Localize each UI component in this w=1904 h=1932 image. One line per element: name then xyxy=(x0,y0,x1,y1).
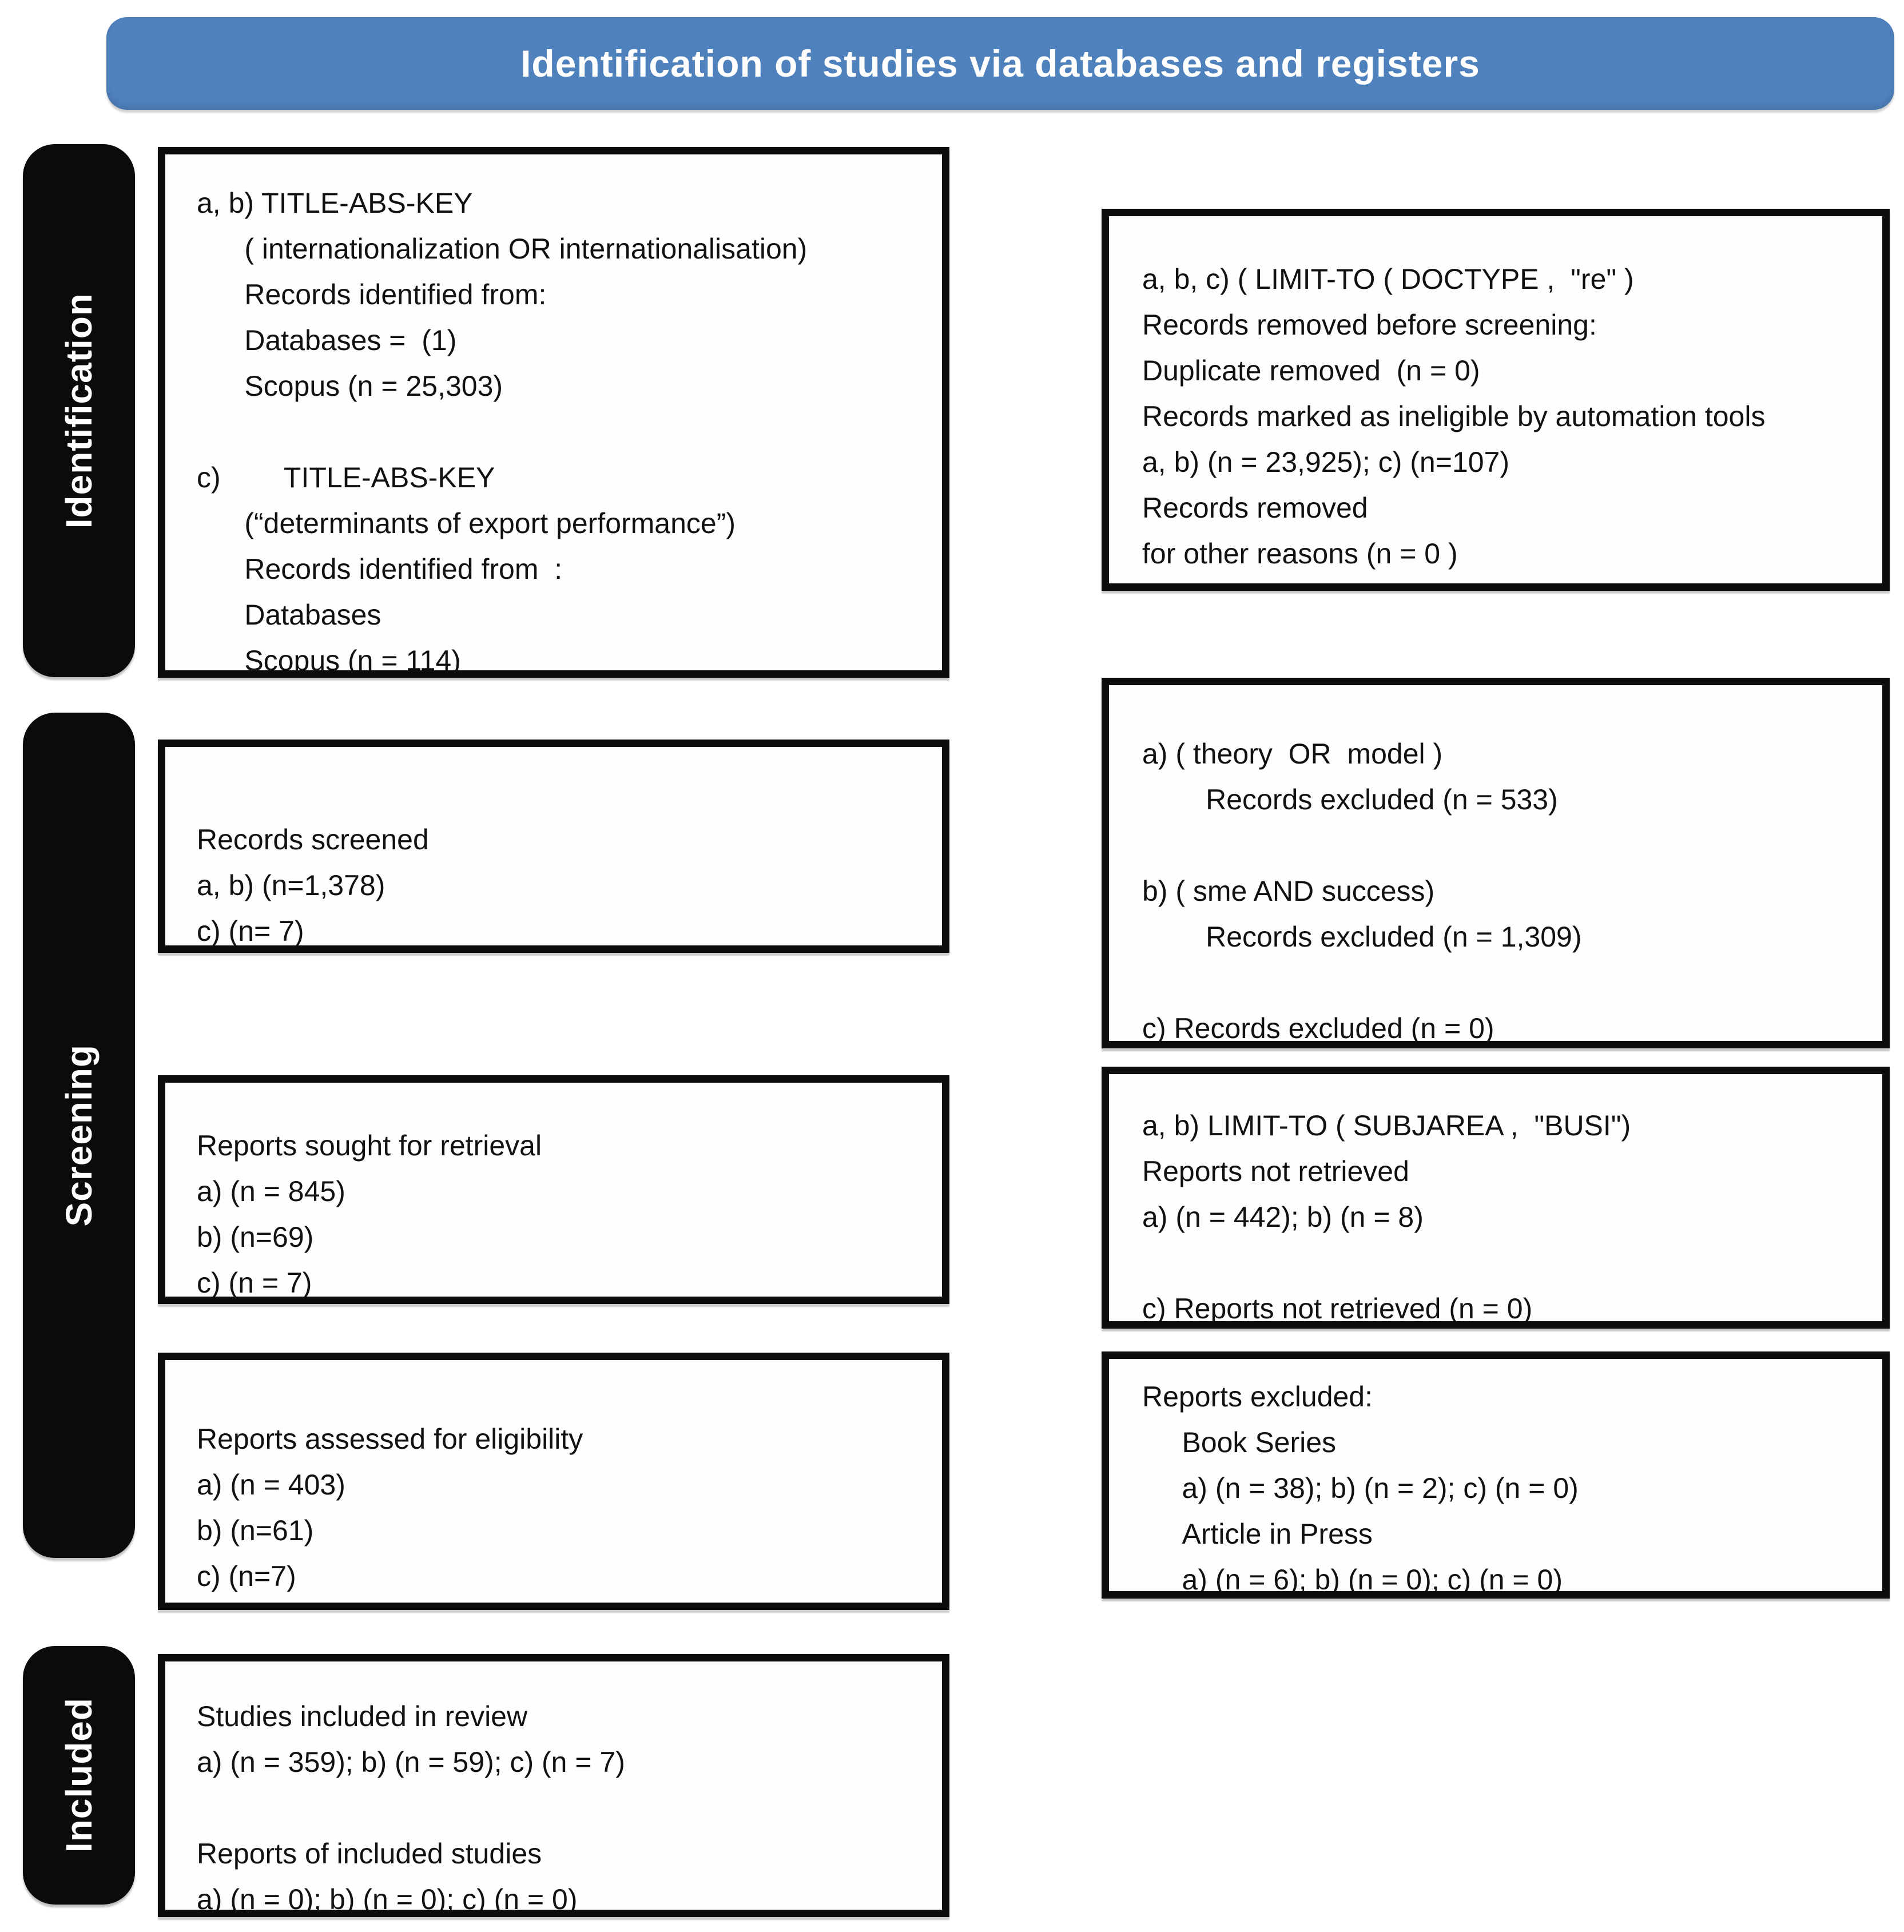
text-line: Records identified from : xyxy=(197,553,563,585)
box-records-excluded: a) ( theory OR model ) Records excluded … xyxy=(1102,678,1890,1048)
text-line: a) (n = 6); b) (n = 0); c) (n = 0) xyxy=(1142,1564,1563,1596)
box-reports-assessed-for-eligibility: Reports assessed for eligibility a) (n = … xyxy=(158,1353,949,1610)
box-records-screened: Records screened a, b) (n=1,378) c) (n= 7) xyxy=(158,740,949,953)
box-records-removed-before-screening: a, b, c) ( LIMIT-TO ( DOCTYPE , "re" ) Re… xyxy=(1102,209,1890,591)
text-line: a) (n = 38); b) (n = 2); c) (n = 0) xyxy=(1142,1472,1579,1504)
text-line: Scopus (n = 114) xyxy=(197,645,461,677)
text-line: Reports not retrieved xyxy=(1142,1155,1409,1187)
text-line: a) (n = 442); b) (n = 8) xyxy=(1142,1201,1424,1233)
text-line xyxy=(1142,1240,1865,1286)
stage-label-included: Included xyxy=(23,1646,135,1905)
text-line: c) TITLE-ABS-KEY xyxy=(197,462,495,494)
text-line: Reports of included studies xyxy=(197,1838,542,1870)
text-line: Records excluded (n = 1,309) xyxy=(1142,921,1582,953)
text-line: Duplicate removed (n = 0) xyxy=(1142,355,1480,387)
text-line xyxy=(197,409,925,455)
text-line: a) (n = 359); b) (n = 59); c) (n = 7) xyxy=(197,1746,625,1778)
stage-label-identification: Identification xyxy=(23,144,135,677)
text-line: Records screened xyxy=(197,824,429,856)
text-line: b) (n=69) xyxy=(197,1221,314,1253)
text-line: Records removed xyxy=(1142,492,1368,524)
text-line: a, b) (n=1,378) xyxy=(197,869,385,901)
text-line: Reports sought for retrieval xyxy=(197,1130,542,1162)
box-reports-sought-for-retrieval: Reports sought for retrieval a) (n = 845)… xyxy=(158,1075,949,1304)
text-line: a) (n = 845) xyxy=(197,1175,345,1207)
text-line: c) (n = 7) xyxy=(197,1267,312,1299)
box-records-identified: a, b) TITLE-ABS-KEY ( internationalizati… xyxy=(158,147,949,678)
box-reports-excluded: Reports excluded: Book Series a) (n = 38… xyxy=(1102,1351,1890,1599)
text-line: Book Series xyxy=(1142,1426,1337,1458)
text-line: a) ( theory OR model ) xyxy=(1142,738,1443,770)
text-line: a) (n = 403) xyxy=(197,1469,345,1501)
stage-label-screening: Screening xyxy=(23,713,135,1558)
stage-label-identification-text: Identification xyxy=(58,292,100,529)
text-line: a, b) TITLE-ABS-KEY xyxy=(197,187,473,219)
text-line: c) Reports not retrieved (n = 0) xyxy=(1142,1293,1533,1325)
text-line: a) (n = 0); b) (n = 0); c) (n = 0) xyxy=(197,1883,578,1915)
text-line: b) (n=61) xyxy=(197,1514,314,1547)
text-line: (“determinants of export performance”) xyxy=(197,507,736,539)
text-line: Article in Press xyxy=(1142,1518,1373,1550)
text-line: Records marked as ineligible by automati… xyxy=(1142,400,1766,432)
text-line: Scopus (n = 25,303) xyxy=(197,370,503,402)
text-line: Records identified from: xyxy=(197,279,547,311)
box-reports-not-retrieved: a, b) LIMIT-TO ( SUBJAREA , "BUSI") Repor… xyxy=(1102,1067,1890,1329)
text-line: a, b, c) ( LIMIT-TO ( DOCTYPE , "re" ) xyxy=(1142,263,1634,295)
text-line: Studies included in review xyxy=(197,1700,528,1732)
stage-label-included-text: Included xyxy=(58,1698,100,1853)
text-line xyxy=(1142,960,1865,1005)
text-line: Records removed before screening: xyxy=(1142,309,1597,341)
text-line: c) Records excluded (n = 0) xyxy=(1142,1012,1494,1044)
text-line: b) ( sme AND success) xyxy=(1142,875,1435,907)
flow-header: Identification of studies via databases … xyxy=(106,17,1894,110)
text-line: Databases xyxy=(197,599,381,631)
flow-header-title: Identification of studies via databases … xyxy=(520,42,1480,85)
box-studies-included-in-review: Studies included in review a) (n = 359); … xyxy=(158,1654,949,1917)
text-line: a, b) (n = 23,925); c) (n=107) xyxy=(1142,446,1510,478)
text-line xyxy=(197,1785,925,1831)
text-line: Records excluded (n = 533) xyxy=(1142,784,1558,816)
text-line: Reports excluded: xyxy=(1142,1381,1373,1413)
stage-label-screening-text: Screening xyxy=(58,1044,100,1227)
text-line: c) (n= 7) xyxy=(197,915,304,947)
text-line: c) (n=7) xyxy=(197,1560,296,1592)
text-line: ( internationalization OR internationali… xyxy=(197,233,808,265)
text-line: Reports assessed for eligibility xyxy=(197,1423,583,1455)
text-line: for other reasons (n = 0 ) xyxy=(1142,538,1458,570)
text-line: Databases = (1) xyxy=(197,324,457,356)
text-line xyxy=(1142,822,1865,868)
text-line: a, b) LIMIT-TO ( SUBJAREA , "BUSI") xyxy=(1142,1110,1631,1142)
